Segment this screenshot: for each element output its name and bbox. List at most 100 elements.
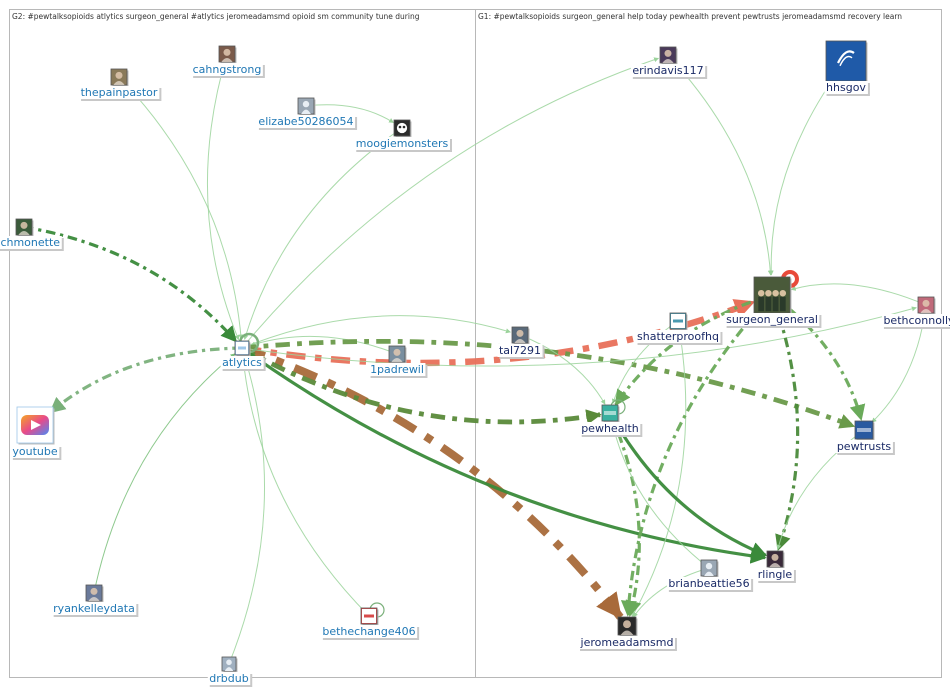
node-bethconnolly20[interactable]: bethconnolly20: [881, 296, 950, 329]
node-thepainpastor[interactable]: thepainpastor: [79, 68, 162, 101]
youtube-play-icon: [16, 406, 54, 444]
node-label-rlingle: rlingle: [758, 568, 793, 581]
node-ryankelleydata[interactable]: ryankelleydata: [51, 584, 139, 617]
person-avatar-icon: [218, 45, 236, 63]
node-label-ryankelleydata: ryankelleydata: [53, 602, 135, 615]
node-pewhealth[interactable]: pewhealth: [579, 404, 643, 437]
nodes-layer: thepainpastor cahngstrong elizabe50286054m…: [0, 40, 950, 687]
node-brianbeattie56[interactable]: brianbeattie56: [666, 559, 754, 592]
node-label-bg-pewtrusts: [835, 440, 893, 453]
node-label-bg-moogiemonsters: [354, 137, 450, 150]
node-label-hhsgov: hhsgov: [826, 81, 866, 94]
edge-brianbeattie56-to-pewhealth: [610, 422, 710, 569]
edge-surgeon_general-to-pewtrusts: [771, 293, 866, 421]
node-label-pewtrusts: pewtrusts: [837, 440, 892, 453]
edge-moogiemonsters-to-atlytics: [243, 127, 403, 340]
node-label-1padrewil: 1padrewil: [370, 363, 424, 376]
node-label-bg-thepainpastor: [79, 86, 160, 99]
node-jeromeadamsmd[interactable]: jeromeadamsmd: [578, 616, 677, 651]
person-avatar-icon: [617, 616, 637, 636]
node-label-bethechange406: bethechange406: [322, 625, 415, 638]
edge-pewhealth-to-jeromeadamsmd: [608, 412, 642, 617]
default-avatar-icon: [297, 97, 315, 115]
node-label-pewhealth: pewhealth: [581, 422, 639, 435]
node-label-atlytics: atlytics: [222, 356, 262, 369]
node-tal7291[interactable]: tal7291: [497, 326, 545, 359]
node-label-bg-ryankelleydata: [51, 602, 137, 615]
monster-avatar-icon: [393, 119, 411, 137]
person-avatar-icon: [917, 296, 935, 314]
edge-ryankelleydata-to-atlytics: [93, 353, 236, 594]
person-avatar-icon: [110, 68, 128, 86]
node-label-tal7291: tal7291: [499, 344, 541, 357]
edge-brianbeattie56-to-jeromeadamsmd: [632, 567, 710, 618]
node-label-bg-tal7291: [497, 344, 543, 357]
logo-icon: [360, 607, 378, 625]
node-label-thepainpastor: thepainpastor: [81, 86, 158, 99]
node-label-elizabe50286054: elizabe50286054: [258, 115, 353, 128]
edge-atlytics-to-tal7291: [241, 315, 511, 349]
node-label-bg-elizabe50286054: [256, 115, 356, 128]
node-label-bg-surgeon_general: [724, 313, 820, 326]
node-label-youtube: youtube: [12, 445, 57, 458]
node-erindavis117[interactable]: erindavis117: [630, 46, 708, 79]
person-avatar-icon: [659, 46, 677, 64]
node-label-shatterproofhq: shatterproofhq: [637, 330, 719, 343]
node-label-bg-pewhealth: [579, 422, 641, 435]
node-moogiemonsters[interactable]: moogiemonsters: [354, 119, 452, 152]
person-avatar-icon: [85, 584, 103, 602]
node-1padrewil[interactable]: 1padrewil: [368, 345, 428, 378]
node-bethechange406[interactable]: bethechange406: [320, 607, 420, 640]
group-photo-icon: [753, 276, 791, 314]
node-label-bg-atlytics: [220, 356, 264, 369]
node-label-bg-cahngstrong: [191, 63, 263, 76]
edge-atlytics-to-erindavis117: [241, 57, 660, 349]
node-label-bg-1padrewil: [368, 363, 426, 376]
node-zachmonette[interactable]: zachmonette: [0, 218, 64, 251]
edge-tal7291-to-pewhealth: [519, 334, 606, 405]
edge-atlytics-to-jeromeadamsmd: [240, 344, 624, 620]
edge-bethconnolly20-to-surgeon_general: [790, 283, 927, 306]
node-label-surgeon_general: surgeon_general: [726, 313, 818, 326]
node-label-zachmonette: zachmonette: [0, 236, 60, 249]
person-avatar-icon: [388, 345, 406, 363]
person-avatar-icon: [511, 326, 529, 344]
node-surgeon_general[interactable]: surgeon_general: [724, 276, 822, 328]
node-drbdub[interactable]: drbdub: [207, 656, 253, 687]
group-title-g2: G2: #pewtalksopioids atlytics surgeon_ge…: [12, 12, 420, 21]
node-youtube[interactable]: youtube: [10, 406, 62, 460]
logo-icon: [234, 340, 250, 356]
hhs-logo-icon: [825, 40, 867, 82]
logo-icon: [669, 312, 687, 330]
edge-atlytics-to-youtube: [49, 346, 243, 414]
node-label-bg-rlingle: [756, 568, 794, 581]
pew-logo-icon: [601, 404, 619, 422]
default-avatar-icon: [700, 559, 718, 577]
edge-thepainpastor-to-atlytics: [118, 76, 244, 340]
edge-atlytics-to-bethconnolly20: [241, 306, 917, 367]
node-label-cahngstrong: cahngstrong: [193, 63, 262, 76]
node-hhsgov[interactable]: hhsgov: [824, 40, 870, 96]
node-cahngstrong[interactable]: cahngstrong: [191, 45, 265, 78]
edge-surgeon_general-to-rlingle: [770, 294, 800, 552]
default-avatar-icon: [221, 656, 237, 672]
edge-drbdub-to-atlytics: [228, 356, 266, 665]
edge-surgeon_general-to-jeromeadamsmd: [620, 293, 774, 617]
node-label-bg-erindavis117: [630, 64, 706, 77]
node-pewtrusts[interactable]: pewtrusts: [835, 420, 895, 455]
node-label-bg-hhsgov: [824, 81, 868, 94]
node-atlytics[interactable]: atlytics: [220, 340, 266, 371]
node-shatterproofhq[interactable]: shatterproofhq: [635, 312, 723, 345]
node-label-bg-brianbeattie56: [666, 577, 752, 590]
node-label-moogiemonsters: moogiemonsters: [356, 137, 449, 150]
node-label-brianbeattie56: brianbeattie56: [668, 577, 749, 590]
person-avatar-icon: [15, 218, 33, 236]
node-label-bg-bethechange406: [320, 625, 418, 638]
node-label-erindavis117: erindavis117: [632, 64, 703, 77]
node-label-bg-bethconnolly20: [881, 314, 950, 327]
node-rlingle[interactable]: rlingle: [756, 550, 796, 583]
node-label-bg-youtube: [10, 445, 60, 458]
node-label-jeromeadamsmd: jeromeadamsmd: [580, 636, 674, 649]
node-elizabe50286054[interactable]: elizabe50286054: [256, 97, 358, 130]
